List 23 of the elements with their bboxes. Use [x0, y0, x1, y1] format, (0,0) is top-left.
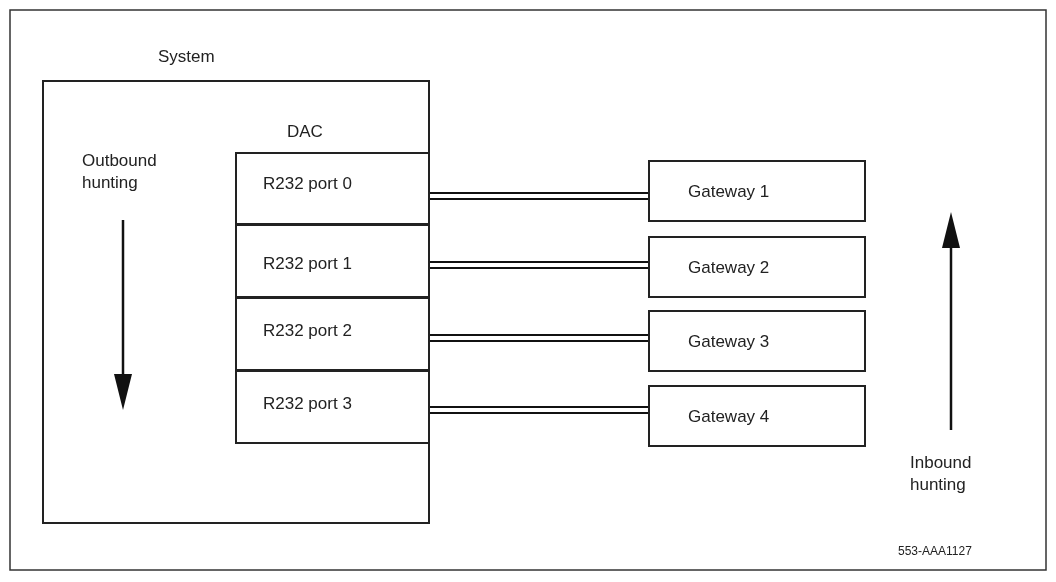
heading: DAC	[287, 122, 323, 142]
port-row	[235, 224, 430, 298]
node-label: R232 port 3	[263, 394, 352, 414]
node-label: R232 port 0	[263, 174, 352, 194]
node-label: Gateway 1	[688, 182, 770, 202]
heading: System	[158, 47, 215, 67]
double-line-connector	[429, 261, 649, 269]
double-line-connector	[429, 192, 649, 200]
gateway-box	[648, 310, 866, 372]
gateway-box	[648, 160, 866, 222]
port-row	[235, 297, 430, 371]
direction-note: Inbound hunting	[910, 452, 973, 496]
double-line-connector	[429, 406, 649, 414]
node-label: Gateway 3	[688, 332, 770, 352]
double-line-connector	[429, 334, 649, 342]
gateway-box	[648, 236, 866, 298]
node-label: R232 port 2	[263, 321, 352, 341]
direction-note: Outbound hunting	[82, 150, 158, 194]
node-label: Gateway 4	[688, 407, 770, 427]
node-label: R232 port 1	[263, 254, 352, 274]
node-label: Gateway 2	[688, 258, 770, 278]
figure-id: 553-AAA1127	[898, 543, 972, 560]
gateway-box	[648, 385, 866, 447]
